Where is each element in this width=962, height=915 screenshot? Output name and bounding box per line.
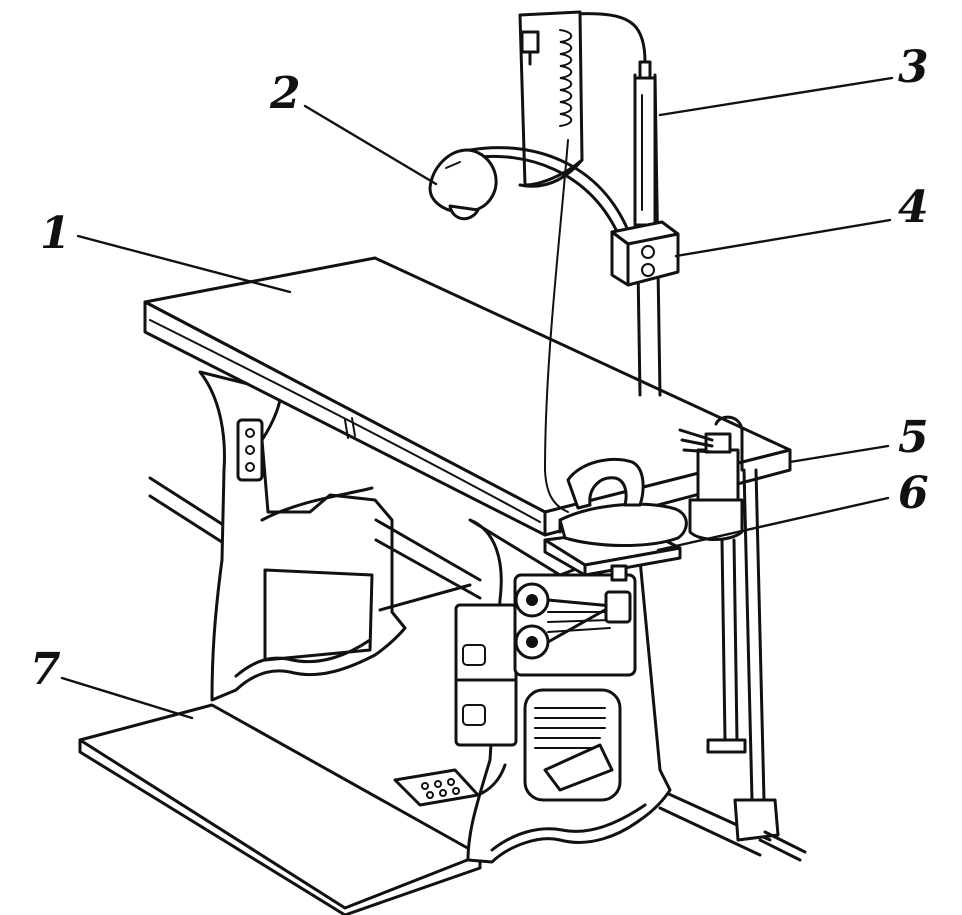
foot-pedal bbox=[393, 763, 507, 807]
leader-2 bbox=[303, 104, 438, 186]
steam-cylinder bbox=[678, 415, 766, 802]
floor-mat bbox=[78, 703, 482, 915]
callout-5: 5 bbox=[898, 412, 929, 463]
left-table-leg bbox=[198, 370, 482, 702]
callout-4: 4 bbox=[898, 182, 929, 233]
callout-3: 3 bbox=[898, 42, 929, 93]
leader-lines bbox=[60, 76, 894, 720]
callout-6: 6 bbox=[898, 468, 929, 519]
callout-1: 1 bbox=[40, 208, 71, 259]
callout-7: 7 bbox=[30, 644, 61, 695]
leader-4 bbox=[674, 218, 892, 258]
callout-2: 2 bbox=[269, 68, 301, 119]
control-box bbox=[610, 220, 680, 287]
floor-pipe-joint bbox=[733, 798, 807, 862]
lamp bbox=[428, 146, 632, 240]
leader-5 bbox=[788, 444, 890, 464]
leader-1 bbox=[76, 234, 292, 294]
steam-iron bbox=[558, 457, 688, 547]
leader-6 bbox=[656, 496, 890, 552]
callout-labels: 1 2 3 4 5 6 7 bbox=[30, 42, 929, 695]
leader-7 bbox=[60, 676, 194, 720]
leader-3 bbox=[658, 76, 894, 117]
rear-cord-panel bbox=[518, 10, 584, 513]
pulley-motor bbox=[513, 573, 637, 677]
right-table-leg bbox=[454, 518, 672, 864]
